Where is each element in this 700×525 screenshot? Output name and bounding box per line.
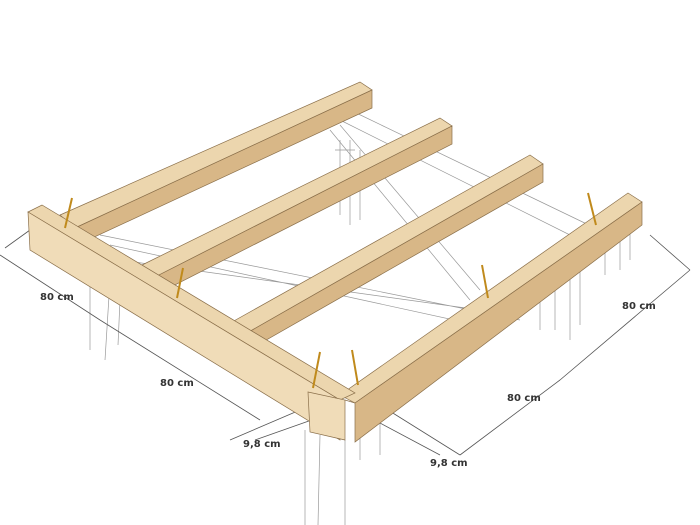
dim-left-inner: 80 cm <box>160 378 194 389</box>
dim-right-inner: 80 cm <box>507 393 541 404</box>
screws <box>64 192 597 389</box>
dim-right-outer: 80 cm <box>622 301 656 312</box>
joist-1 <box>59 81 373 247</box>
dim-left-thickness: 9,8 cm <box>243 439 281 450</box>
right-rim-beam <box>339 192 643 443</box>
dimension-lines <box>0 229 691 456</box>
joist-3 <box>231 154 544 352</box>
joist-2 <box>141 117 453 295</box>
left-rim-beam <box>27 204 356 441</box>
dim-left-outer: 80 cm <box>40 292 74 303</box>
dim-right-thickness: 9,8 cm <box>430 458 468 469</box>
